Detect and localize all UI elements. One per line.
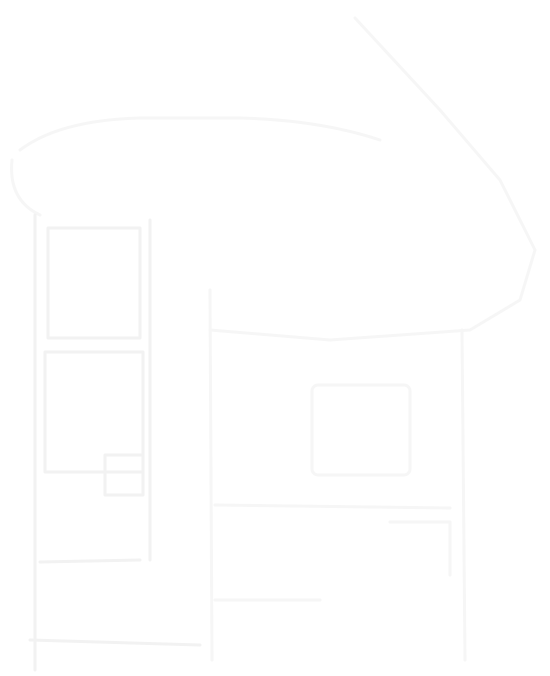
left-tower-middle-box — [43, 350, 145, 474]
roof-diagonal-line — [353, 16, 537, 252]
left-tower-upper-box — [46, 226, 142, 340]
roof-left-edge — [10, 158, 42, 217]
left-tower-ground-line — [28, 638, 202, 647]
roof-lower-edge — [208, 248, 537, 342]
center-frame — [208, 288, 467, 662]
left-tower-base-line — [38, 558, 142, 564]
center-frame-left-post — [208, 288, 214, 662]
left-tower — [28, 213, 202, 672]
center-frame-right-post — [460, 328, 467, 662]
left-tower-small-window — [103, 453, 145, 497]
center-frame-lower-step — [388, 520, 452, 577]
roof-left-curve — [18, 116, 382, 152]
roof-outline — [10, 16, 537, 342]
center-frame-window — [310, 383, 412, 477]
left-tower-frame — [33, 213, 152, 672]
center-frame-divider — [213, 503, 452, 510]
